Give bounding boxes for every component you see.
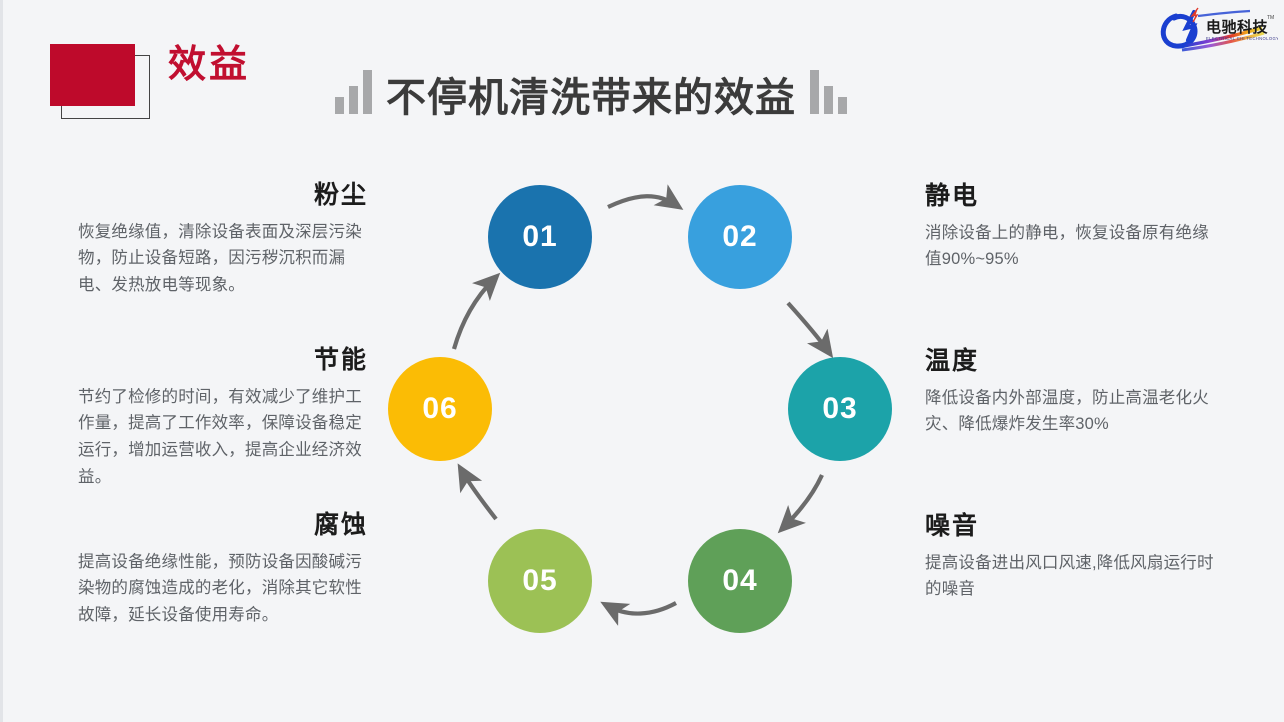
benefit-text-temperature: 降低设备内外部温度，防止高温老化火灾、降低爆炸发生率30% [925, 388, 1209, 434]
benefit-text-energy: 节约了检修的时间，有效减少了维护工作量，提高了工作效率，保障设备稳定运行，增加运… [78, 387, 362, 486]
benefit-title-static: 静电 [925, 182, 980, 210]
page-title: 不停机清洗带来的效益 [386, 76, 796, 120]
benefit-title-energy: 节能 [313, 346, 368, 374]
descending-bars-icon [810, 68, 847, 118]
benefit-block-temperature: 温度 降低设备内外部温度，防止高温老化火灾、降低爆炸发生率30% [925, 347, 1215, 438]
benefit-title-dust: 粉尘 [313, 181, 368, 209]
benefit-block-energy: 节能 节约了检修的时间，有效减少了维护工作量，提高了工作效率，保障设备稳定运行，… [78, 346, 368, 490]
svg-text:电驰科技: 电驰科技 [1206, 18, 1269, 36]
logo-subtitle: ELECTRICAL CHI TECHNOLOGY [1206, 36, 1278, 41]
cycle-diagram: 01 02 03 04 05 06 [380, 175, 900, 645]
arrow-02-to-03 [786, 301, 834, 359]
benefit-text-noise: 提高设备进出风口风速,降低风扇运行时的噪音 [925, 553, 1214, 599]
cycle-node-06[interactable]: 06 [388, 357, 492, 461]
cycle-node-01[interactable]: 01 [488, 185, 592, 289]
ascending-bars-icon [335, 68, 372, 118]
benefit-block-static: 静电 消除设备上的静电，恢复设备原有绝缘值90%~95% [925, 182, 1215, 273]
benefit-block-dust: 粉尘 恢复绝缘值，清除设备表面及深层污染物，防止设备短路，因污秽沉积而漏电、发热… [78, 181, 368, 299]
logo-trademark: TM [1267, 15, 1274, 21]
benefit-text-dust: 恢复绝缘值，清除设备表面及深层污染物，防止设备短路，因污秽沉积而漏电、发热放电等… [78, 222, 362, 294]
arrow-04-to-05 [600, 601, 677, 626]
arrow-06-to-01 [451, 272, 501, 350]
badge-filled-square [50, 44, 135, 106]
benefit-text-corrosion: 提高设备绝缘性能，预防设备因酸碱污染物的腐蚀造成的老化，消除其它软性故障，延长设… [78, 552, 362, 624]
benefit-text-static: 消除设备上的静电，恢复设备原有绝缘值90%~95% [925, 223, 1209, 269]
left-edge-accent [0, 0, 3, 722]
cycle-node-05[interactable]: 05 [488, 529, 592, 633]
company-logo: 电驰科技 ELECTRICAL CHI TECHNOLOGY TM [1160, 7, 1278, 52]
arrow-01-to-02 [607, 184, 684, 210]
cycle-node-02[interactable]: 02 [688, 185, 792, 289]
arrow-03-to-04 [777, 474, 824, 534]
page-title-row: 不停机清洗带来的效益 [335, 68, 847, 118]
cycle-node-03[interactable]: 03 [788, 357, 892, 461]
benefit-title-noise: 噪音 [925, 512, 980, 540]
cycle-node-04[interactable]: 04 [688, 529, 792, 633]
arrow-05-to-06 [457, 463, 498, 521]
section-badge-label: 效益 [168, 44, 251, 86]
benefit-title-corrosion: 腐蚀 [313, 511, 368, 539]
benefit-block-corrosion: 腐蚀 提高设备绝缘性能，预防设备因酸碱污染物的腐蚀造成的老化，消除其它软性故障，… [78, 511, 368, 629]
benefit-title-temperature: 温度 [925, 347, 980, 375]
cycle-arrows [451, 184, 834, 626]
section-badge [50, 44, 150, 119]
benefit-block-noise: 噪音 提高设备进出风口风速,降低风扇运行时的噪音 [925, 512, 1215, 603]
